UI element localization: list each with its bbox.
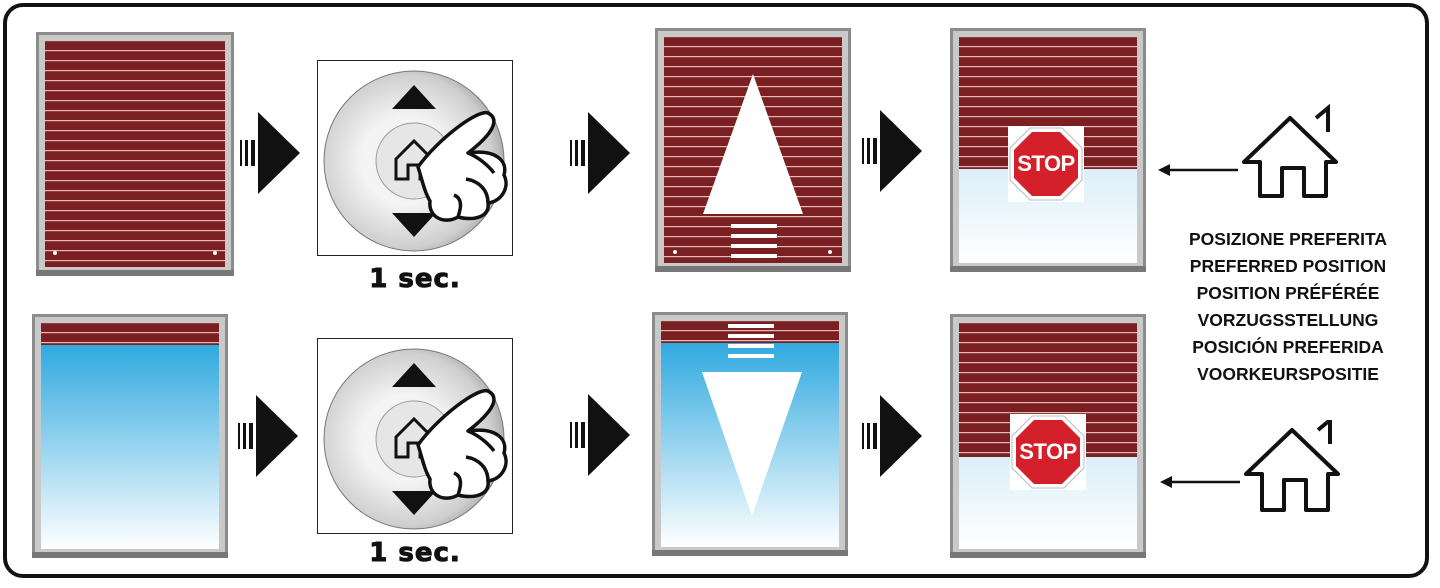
label-spanish: POSICIÓN PREFERIDA — [1192, 337, 1384, 357]
up-arrow-icon — [392, 363, 436, 387]
up-arrow-icon — [392, 85, 436, 109]
up-arrow-icon — [703, 74, 803, 214]
window-shutter-closed-icon — [36, 32, 234, 276]
label-german: VORZUGSSTELLUNG — [1197, 310, 1379, 330]
label-dutch: VOORKEURSPOSITIE — [1197, 364, 1379, 384]
stop-label: STOP — [1019, 439, 1077, 464]
house-icon — [1158, 103, 1338, 198]
down-arrow-icon — [392, 491, 436, 515]
remote-home-button-icon — [317, 60, 513, 256]
flow-arrow-icon — [240, 112, 300, 194]
window-shutter-closing-icon — [652, 312, 848, 556]
hand-pointer-icon — [416, 389, 508, 500]
window-shutter-opening-icon — [655, 28, 851, 272]
stop-sign-icon: STOP — [1010, 414, 1086, 490]
flow-arrow-icon — [570, 394, 630, 476]
down-arrow-icon — [702, 372, 802, 516]
flow-arrow-icon — [570, 112, 630, 194]
label-french: POSITION PRÉFÉRÉE — [1196, 283, 1380, 303]
flow-arrow-icon — [862, 395, 922, 477]
diagram-frame — [3, 3, 1429, 578]
hand-pointer-icon — [416, 111, 508, 222]
window-shutter-open-icon — [32, 314, 228, 558]
flow-arrow-icon — [238, 395, 298, 477]
remote-home-button-icon — [317, 338, 513, 534]
hold-duration-label: 1 sec. — [369, 264, 461, 295]
hold-duration-label: 1 sec. — [369, 538, 461, 569]
label-english: PREFERRED POSITION — [1189, 256, 1387, 276]
window-closed-graphic — [36, 32, 234, 276]
house-icon — [1160, 420, 1340, 512]
flow-arrow-icon — [862, 110, 922, 192]
stop-sign-icon: STOP — [1008, 126, 1084, 202]
label-italian: POSIZIONE PREFERITA — [1188, 229, 1388, 249]
stop-label: STOP — [1017, 151, 1075, 176]
down-arrow-icon — [392, 213, 436, 237]
preferred-position-labels: POSIZIONE PREFERITA PREFERRED POSITION P… — [1172, 226, 1404, 388]
